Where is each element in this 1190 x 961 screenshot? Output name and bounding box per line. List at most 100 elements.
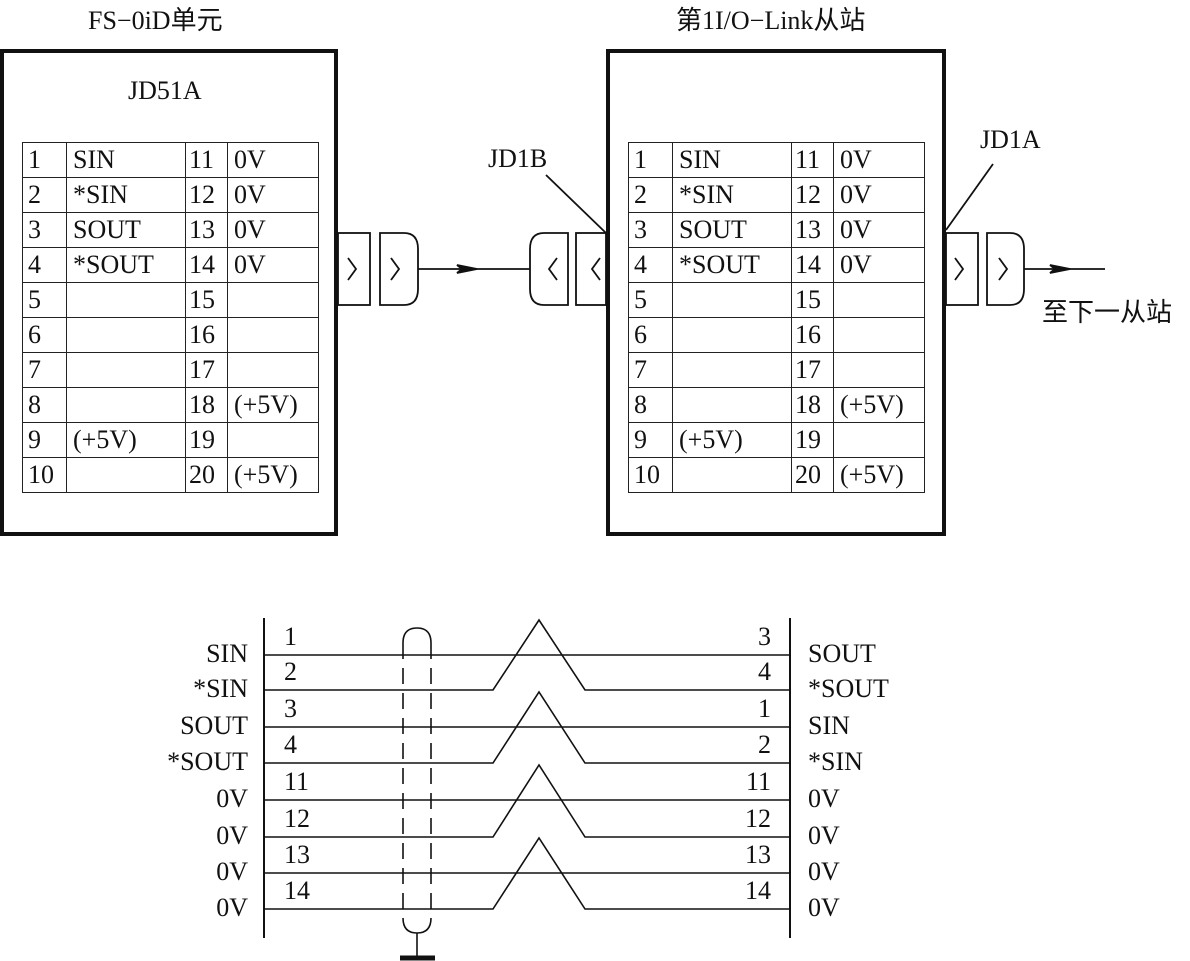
pin-signal [672, 317, 792, 353]
left-pin-label: 13 [284, 840, 310, 869]
pin-signal: *SOUT [672, 247, 792, 283]
right-pin-label: 11 [745, 767, 771, 796]
right-pin-label: 13 [745, 840, 771, 869]
right-pin-label: 3 [758, 622, 771, 651]
right-pin-label: 12 [745, 804, 771, 833]
left-pin-label: 2 [284, 657, 297, 686]
pin-number: 14 [791, 247, 834, 283]
left-signal-label: 0V [216, 857, 248, 886]
jd51a-socket [337, 232, 371, 306]
pin-number: 16 [791, 317, 834, 353]
left-pin-label: 4 [284, 730, 297, 759]
right-pin-label: 4 [758, 657, 771, 686]
pin-signal: SOUT [672, 212, 792, 248]
pin-signal [833, 352, 925, 388]
left-pin-label: 12 [284, 804, 310, 833]
left-signal-label: *SIN [193, 674, 248, 703]
unit1-connector-name: JD51A [128, 76, 202, 105]
pin-number: 14 [185, 247, 228, 283]
arrow-icon [456, 264, 478, 274]
pin-number: 5 [628, 282, 673, 318]
right-pin-label: 14 [745, 876, 771, 905]
jd1a-leader-line [945, 163, 994, 231]
left-signal-label: SOUT [180, 711, 248, 740]
pin-number: 1 [22, 142, 67, 178]
unit2-box [606, 49, 946, 536]
jd1b-label: JD1B [488, 144, 548, 173]
unit2-title: 第1I/O−Link从站 [676, 6, 866, 35]
unit1-box [0, 49, 338, 536]
right-signal-label: 0V [808, 821, 840, 850]
pin-number: 2 [22, 177, 67, 213]
jd51a-plug [379, 232, 419, 306]
pin-number: 13 [185, 212, 228, 248]
right-signal-label: 0V [808, 784, 840, 813]
pin-signal: *SIN [66, 177, 186, 213]
pin-number: 10 [628, 457, 673, 493]
right-signal-label: *SOUT [808, 674, 889, 703]
arrow-icon [1049, 264, 1071, 274]
pin-signal [66, 282, 186, 318]
left-pin-label: 11 [284, 767, 310, 796]
left-pin-label: 14 [284, 876, 310, 905]
pin-signal: (+5V) [227, 457, 319, 493]
pin-signal: 0V [227, 212, 319, 248]
pin-number: 6 [628, 317, 673, 353]
pin-signal: (+5V) [672, 422, 792, 458]
right-signal-label: SOUT [808, 639, 876, 668]
left-signal-label: *SOUT [167, 747, 248, 776]
left-signal-label: SIN [206, 639, 248, 668]
wire [264, 836, 790, 910]
pin-number: 9 [628, 422, 673, 458]
right-signal-label: SIN [808, 711, 850, 740]
wire [264, 618, 790, 691]
pin-row: 9(+5V)19 [628, 422, 925, 458]
wire [264, 763, 790, 838]
pin-number: 5 [22, 282, 67, 318]
pin-signal [672, 282, 792, 318]
pin-number: 9 [22, 422, 67, 458]
right-signal-label: 0V [808, 893, 840, 922]
pin-row: 6 16 [628, 317, 925, 353]
jd1a-socket [945, 232, 979, 306]
pin-number: 11 [185, 142, 228, 178]
pin-number: 2 [628, 177, 673, 213]
jd1b-socket [575, 232, 607, 306]
left-pin-label: 1 [284, 622, 297, 651]
jd1b-leader-line [545, 174, 607, 234]
right-signal-label: 0V [808, 857, 840, 886]
left-signal-label: 0V [216, 821, 248, 850]
pin-number: 10 [22, 457, 67, 493]
pin-number: 7 [22, 352, 67, 388]
pin-number: 18 [185, 387, 228, 423]
jd1b-plug [529, 232, 569, 306]
shield [400, 627, 435, 961]
pin-signal: 0V [227, 177, 319, 213]
left-signal-label: 0V [216, 784, 248, 813]
pin-number: 20 [185, 457, 228, 493]
pin-signal: 0V [833, 177, 925, 213]
pin-signal: (+5V) [833, 457, 925, 493]
right-signal-label: *SIN [808, 747, 863, 776]
right-pin-label: 2 [758, 730, 771, 759]
left-signal-label: 0V [216, 893, 248, 922]
next-station-label: 至下一从站 [1042, 298, 1173, 327]
pin-number: 15 [185, 282, 228, 318]
pin-number: 17 [791, 352, 834, 388]
pin-signal: 0V [833, 212, 925, 248]
jd1a-label: JD1A [980, 125, 1041, 154]
